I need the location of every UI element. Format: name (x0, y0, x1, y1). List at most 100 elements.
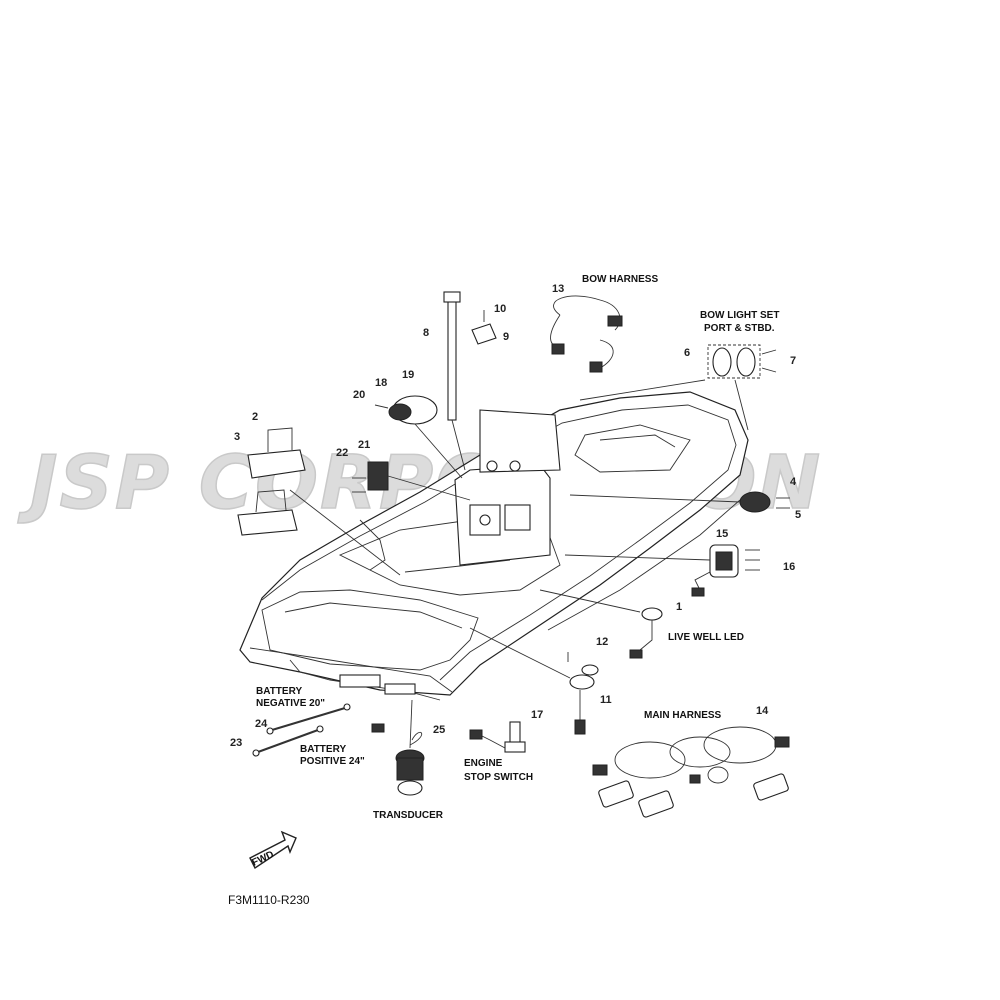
stop-switch-base (504, 741, 526, 753)
seat-line (359, 519, 386, 571)
harness-plug-d (592, 764, 608, 776)
rear-deck (261, 589, 479, 671)
fitting-cap (581, 664, 599, 676)
hatch-leader (414, 423, 463, 479)
switch-leader (387, 475, 471, 501)
part-1-live-well-led (539, 589, 663, 659)
hull-bottom (289, 659, 441, 701)
led-lens (641, 607, 663, 621)
callout-24: 24 (255, 718, 268, 730)
transducer-body (396, 757, 424, 781)
part-4-speaker (569, 491, 790, 513)
console-knob-1 (486, 460, 498, 472)
label-bow-harness: BOW HARNESS (582, 274, 658, 285)
cable-negative-end-b (343, 703, 351, 711)
cable-positive (257, 729, 319, 753)
callout-3: 3 (234, 431, 240, 443)
bow-light-box (707, 344, 761, 379)
panel-leader (564, 554, 711, 561)
front-hatch-line (599, 434, 676, 448)
tray-upper (247, 449, 306, 479)
label-port-stbd: PORT & STBD. (704, 323, 775, 334)
fwd-arrow: FWD (249, 830, 297, 870)
console-gauge-panel (469, 504, 501, 536)
label-transducer: TRANSDUCER (373, 810, 444, 821)
gunwale-line (261, 404, 737, 681)
front-deck-hatch (574, 424, 691, 473)
part-8-pole (443, 291, 466, 471)
harness-plug-2 (551, 343, 565, 355)
label-engine-stop-2: STOP SWITCH (464, 772, 533, 783)
callout-11: 11 (600, 694, 612, 706)
part-19-hatch (388, 395, 463, 479)
transducer-leader (409, 699, 413, 749)
harness-plug-c (753, 773, 789, 801)
transom-plate (384, 683, 416, 695)
console-gauge (479, 514, 491, 526)
label-battery-negative-1: BATTERY (256, 686, 302, 697)
fwd-arrow-label: FWD (250, 849, 275, 869)
part-6-bow-light (579, 344, 777, 431)
callout-4: 4 (790, 476, 797, 488)
transom-bracket (339, 674, 381, 688)
stop-switch-body (509, 721, 521, 745)
fitting-leader (469, 627, 571, 679)
callout-numbers: 1 2 3 4 5 6 7 8 9 10 11 12 13 14 15 16 1… (230, 283, 801, 749)
callout-23: 23 (230, 737, 242, 749)
part-21-switch (352, 461, 471, 501)
harness-loop-3 (614, 741, 686, 779)
led-wire (639, 620, 653, 651)
label-main-harness: MAIN HARNESS (644, 710, 722, 721)
panel-face (715, 551, 733, 571)
cockpit-floor (338, 509, 561, 596)
callout-16: 16 (783, 561, 795, 573)
cable-positive-end-a (252, 749, 260, 757)
screw-7b (761, 367, 777, 373)
part-11-fitting (469, 627, 599, 735)
tray-upper-strap (267, 427, 293, 452)
callout-2: 2 (252, 411, 258, 423)
panel-plug (691, 587, 705, 597)
harness-wire-b (550, 314, 561, 349)
harness-wire-c (599, 339, 614, 369)
callout-14: 14 (756, 705, 769, 717)
fitting-top (569, 674, 595, 690)
callout-22: 22 (336, 447, 348, 459)
callout-10: 10 (494, 303, 506, 315)
callout-8: 8 (423, 327, 429, 339)
tray-lower (237, 509, 298, 536)
stop-switch-plug (469, 729, 483, 740)
part-13-bow-harness (550, 295, 623, 373)
fwd-arrow-shape (249, 830, 297, 870)
bow-light-leader-a (579, 379, 706, 401)
callout-15: 15 (716, 528, 728, 540)
pole-leader (451, 419, 466, 471)
pole-shaft (447, 299, 457, 421)
floor-hatch (404, 559, 511, 573)
bow-light-port (712, 347, 732, 377)
label-live-well-led: LIVE WELL LED (668, 632, 744, 643)
console-switch-panel (504, 504, 531, 531)
hatch-cover (388, 403, 412, 421)
part-25-transducer (371, 699, 425, 796)
panel-wire (694, 571, 711, 591)
console-body (454, 464, 551, 566)
callout-25: 25 (433, 724, 445, 736)
transducer-wire (409, 731, 422, 746)
callout-21: 21 (358, 439, 370, 451)
label-engine-stop-1: ENGINE (464, 758, 503, 769)
transom-line (249, 647, 453, 693)
screw-20 (374, 404, 389, 409)
harness-plug-f (689, 774, 701, 784)
label-battery-positive-1: BATTERY (300, 744, 346, 755)
part-15-switch-panel (564, 544, 760, 597)
callout-5: 5 (795, 509, 801, 521)
boat-hull (239, 391, 749, 701)
led-plug (629, 649, 643, 659)
harness-plug-a (598, 780, 634, 808)
led-leader (539, 589, 641, 613)
transducer-base (397, 780, 423, 796)
callout-6: 6 (684, 347, 690, 359)
harness-plug-3 (589, 361, 603, 373)
console-windscreen (479, 409, 561, 473)
